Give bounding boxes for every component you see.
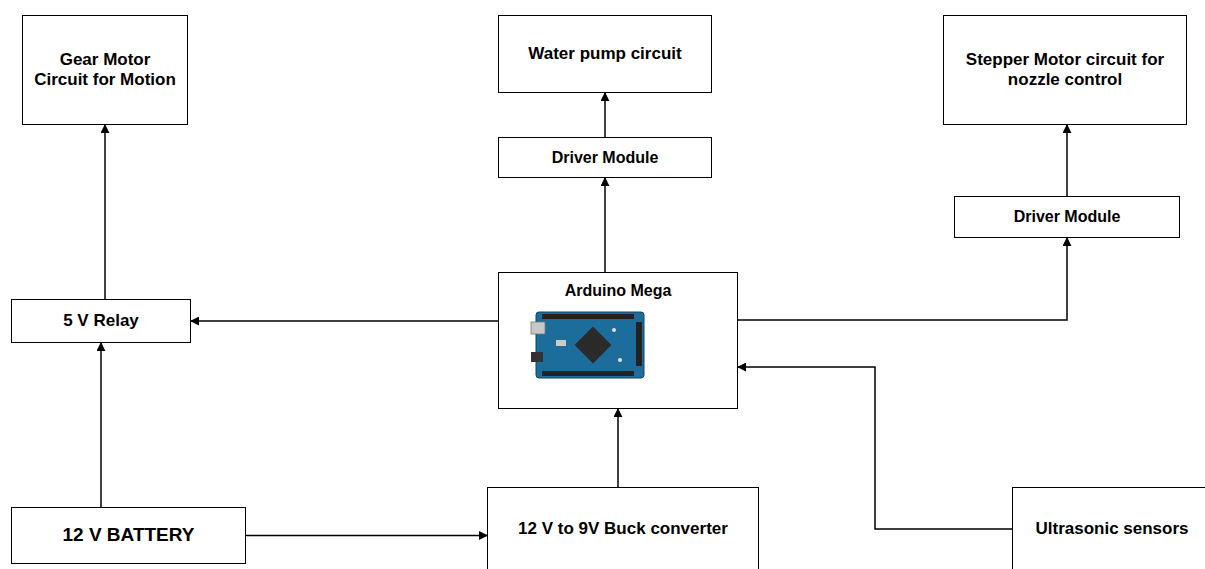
connector-arrow [617,409,619,487]
box-label: Arduino Mega [565,281,672,300]
box-label: Driver Module [1014,207,1121,226]
connector-arrow [246,535,487,537]
converter-box: 12 V to 9V Buck converter [487,487,759,569]
pump-box: Water pump circuit [498,15,712,93]
connector-arrow [1066,125,1068,196]
controller-box: Arduino Mega [498,272,738,409]
driver-box: Driver Module [498,137,712,178]
box-label: Ultrasonic sensors [1035,519,1188,539]
sensor-box: Ultrasonic sensors [1012,487,1205,569]
arduino-board [531,312,644,378]
relay-box: 5 V Relay [11,299,191,343]
box-label: 12 V to 9V Buck converter [518,519,728,539]
connector-arrow [738,367,1012,529]
connector-arrow [104,125,106,299]
box-label: Driver Module [552,148,659,167]
motor-box: Gear Motor Circuit for Motion [22,15,188,125]
box-label: Gear Motor Circuit for Motion [31,50,179,91]
box-label: 5 V Relay [63,311,139,331]
connector-arrow [738,238,1067,320]
connector-arrow [100,343,102,507]
box-label: Water pump circuit [528,44,681,64]
box-label: 12 V BATTERY [63,524,195,547]
connector-arrow [604,178,606,272]
connector-arrow [191,320,498,322]
box-label: Stepper Motor circuit for nozzle control [952,50,1178,91]
connector-arrow [604,93,606,137]
battery-box: 12 V BATTERY [11,507,246,564]
motor-box: Stepper Motor circuit for nozzle control [943,15,1187,125]
driver-box: Driver Module [954,196,1180,238]
